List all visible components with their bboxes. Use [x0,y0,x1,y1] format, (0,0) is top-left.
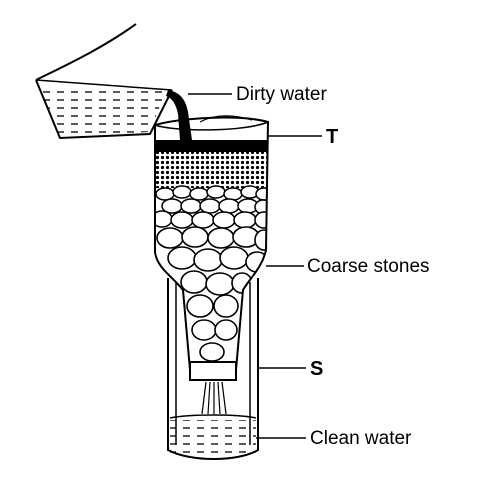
label-clean-water: Clean water [310,428,412,449]
water-stream [166,90,192,140]
label-s: S [310,358,323,380]
leader-lines [188,93,322,439]
clean-water [169,414,257,454]
bottle-mouth [189,361,237,381]
label-t: T [326,126,338,148]
dripping-water [201,381,227,415]
inverted-bottle-t [154,115,270,381]
beaker-water [38,90,166,136]
label-dirty-water: Dirty water [236,84,327,105]
pouring-beaker [35,23,173,140]
label-coarse-stones: Coarse stones [307,256,430,277]
